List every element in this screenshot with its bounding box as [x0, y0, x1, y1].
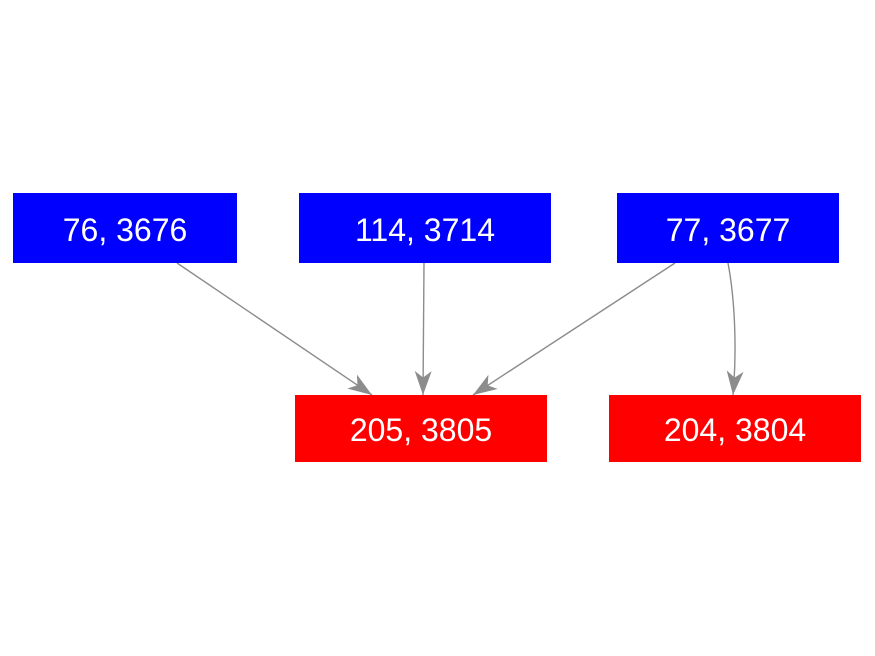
edge-114-3714-to-205-3805 — [414, 262, 432, 396]
node-label: 76, 3676 — [63, 212, 188, 248]
node-205-3805: 205, 3805 — [295, 395, 547, 462]
edge-77-3677-to-204-3804 — [726, 262, 744, 396]
node-114-3714: 114, 3714 — [299, 193, 551, 263]
node-76-3676: 76, 3676 — [13, 193, 237, 263]
node-77-3677: 77, 3677 — [617, 193, 839, 263]
node-rect — [13, 193, 237, 263]
node-rect — [295, 395, 547, 462]
node-label: 204, 3804 — [664, 412, 806, 448]
node-label: 114, 3714 — [355, 212, 495, 248]
edge-group — [176, 262, 744, 396]
edge-77-3677-to-205-3805 — [472, 262, 676, 396]
edge-76-3676-to-205-3805 — [176, 262, 373, 396]
node-204-3804: 204, 3804 — [609, 395, 861, 462]
node-label: 77, 3677 — [666, 212, 791, 248]
node-rect — [299, 193, 551, 263]
node-rect — [609, 395, 861, 462]
node-label: 205, 3805 — [350, 412, 492, 448]
node-rect — [617, 193, 839, 263]
